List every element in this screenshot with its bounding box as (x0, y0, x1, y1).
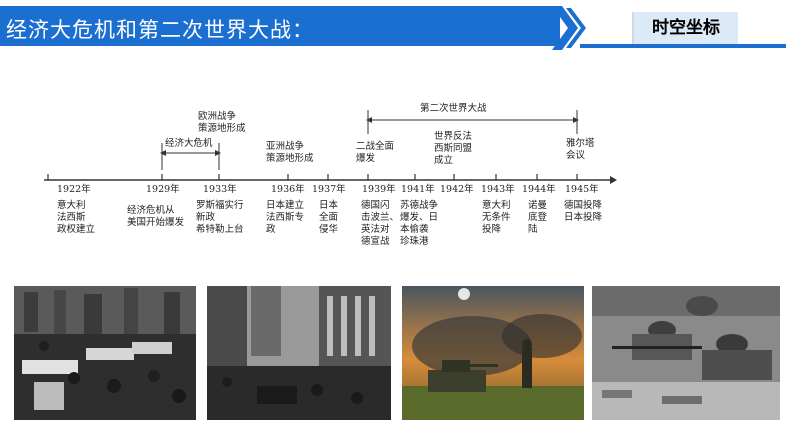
event-ww2-outbreak: 二战全面 爆发 (356, 141, 394, 165)
event-economic-crisis: 经济大危机 (165, 138, 213, 149)
event-line: 欧洲战争 (198, 111, 237, 122)
event-1939: 德国闪 击波兰、 英法对 德宣战 (361, 200, 399, 248)
event-line: 罗斯福实行 (196, 200, 244, 211)
year-label: 1929年 (146, 184, 180, 195)
event-line: 意大利 (57, 200, 86, 211)
event-asia-war-source: 亚洲战争 策源地形成 (266, 141, 314, 165)
year-label: 1944年 (522, 184, 556, 195)
event-line: 意大利 (482, 200, 511, 211)
year-label: 1922年 (57, 184, 91, 195)
event-line: 无条件 (482, 212, 511, 223)
timeline (44, 110, 617, 184)
event-europe-war-source: 欧洲战争 策源地形成 (198, 111, 246, 135)
event-line: 策源地形成 (266, 153, 314, 164)
year-label: 1942年 (440, 184, 474, 195)
event-line: 政 (266, 224, 276, 235)
event-line: 本偷袭 (400, 224, 429, 235)
year-label: 1945年 (565, 184, 599, 195)
event-line: 爆发、日 (400, 212, 439, 223)
event-1922: 意大利 法西斯 政权建立 (57, 200, 95, 236)
event-line: 新政 (196, 212, 216, 223)
event-line: 德宣战 (361, 236, 390, 247)
event-line: 苏德战争 (400, 200, 439, 211)
event-line: 陆 (528, 224, 538, 235)
event-allied-alliance: 世界反法 西斯同盟 成立 (434, 131, 472, 167)
wall-street-crowd-photo (207, 286, 391, 420)
event-line: 爆发 (356, 153, 376, 164)
event-line: 经济危机从 (127, 205, 175, 216)
protest-crowd-photo (14, 286, 196, 420)
event-1941: 苏德战争 爆发、日 本偷袭 珍珠港 (400, 200, 438, 248)
soldiers-trench-photo (592, 286, 780, 420)
event-line: 底登 (528, 212, 548, 223)
year-label: 1933年 (203, 184, 237, 195)
event-line: 诺曼 (528, 200, 548, 211)
event-line: 击波兰、 (361, 212, 400, 223)
event-line: 希特勒上台 (196, 224, 244, 235)
ww2-period-label: 第二次世界大战 (420, 103, 487, 114)
slide-title: 经济大危机和第二次世界大战： (6, 18, 314, 42)
event-line: 雅尔塔 (566, 138, 595, 149)
event-1936: 日本建立 法西斯专 政 (266, 200, 304, 236)
event-line: 英法对 (361, 224, 390, 235)
event-line: 日本建立 (266, 200, 305, 211)
year-label: 1936年 (271, 184, 305, 195)
event-line: 亚洲战争 (266, 141, 305, 152)
year-label: 1941年 (401, 184, 435, 195)
event-line: 全面 (319, 212, 339, 223)
event-line: 珍珠港 (400, 236, 429, 247)
header-bar (0, 6, 560, 46)
event-line: 德国闪 (361, 200, 390, 211)
event-line: 西斯同盟 (434, 143, 473, 154)
event-1943: 意大利 无条件 投降 (482, 200, 511, 236)
event-1937: 日本 全面 侵华 (319, 200, 338, 236)
event-line: 法西斯 (57, 212, 86, 223)
event-line: 德国投降 (564, 200, 603, 211)
badge-label: 时空坐标 (652, 18, 720, 38)
year-label: 1943年 (481, 184, 515, 195)
event-line: 侵华 (319, 224, 339, 235)
event-line: 美国开始爆发 (127, 217, 185, 228)
event-line: 成立 (434, 155, 454, 166)
event-line: 投降 (482, 224, 502, 235)
event-line: 政权建立 (57, 224, 96, 235)
event-line: 二战全面 (356, 141, 395, 152)
event-1929: 经济危机从 美国开始爆发 (127, 205, 184, 229)
event-line: 策源地形成 (198, 123, 246, 134)
event-line: 会议 (566, 150, 586, 161)
year-label: 1939年 (362, 184, 396, 195)
header-underline (580, 44, 786, 48)
event-yalta: 雅尔塔 会议 (566, 138, 595, 162)
chevron-icon (552, 6, 586, 50)
event-1933: 罗斯福实行 新政 希特勒上台 (196, 200, 244, 236)
year-label: 1937年 (312, 184, 346, 195)
battlefield-tank-photo (402, 286, 584, 420)
event-line: 法西斯专 (266, 212, 305, 223)
event-line: 世界反法 (434, 131, 473, 142)
event-line: 日本投降 (564, 212, 603, 223)
event-1944: 诺曼 底登 陆 (528, 200, 547, 236)
event-line: 日本 (319, 200, 339, 211)
section-badge: 时空坐标 (632, 12, 738, 44)
event-1945: 德国投降 日本投降 (564, 200, 602, 224)
